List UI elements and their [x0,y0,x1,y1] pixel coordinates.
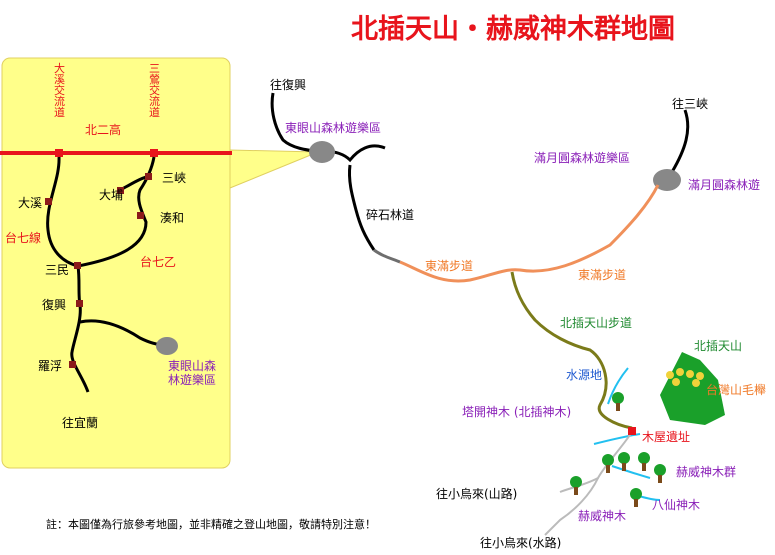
tree-icon [630,488,642,507]
fuxing-label: 復興 [42,297,66,312]
sanxia-label: 三峽 [162,171,186,185]
freeway-label: 北二高 [85,122,121,137]
yilan-label: 往宜蘭 [62,415,98,430]
tree-icon [638,452,650,471]
daxi-interchange-label: 大溪交流道 [53,61,66,117]
sanmin-label: 三民 [45,263,69,277]
to-sanxia-label: 往三峽 [672,96,708,111]
route7-label: 台七線 [5,230,41,245]
inset-dongyan-label-2: 林遊樂區 [168,372,216,387]
luofu-marker [69,361,76,368]
inset-callout [229,149,319,189]
manyue-label: 滿月圓森林遊樂區 [534,150,630,165]
to-fuxing-label: 往復興 [270,77,306,92]
mountain-icon [660,352,725,425]
daxi-interchange-marker [55,149,63,157]
stream-south [611,465,651,479]
tree-icon [570,476,582,495]
daxi-label: 大溪 [18,196,42,210]
beicha-peak-label: 北插天山 [694,339,742,353]
takai-tree-label: 塔開神木 (北插神木) [462,405,571,419]
inset-panel [1,57,231,469]
water-source-label: 水源地 [566,368,602,382]
hewei-group-label: 赫威神木群 [676,465,736,479]
path-to-wulai-water [544,477,599,536]
dongman-trail-label-1: 東滿步道 [425,259,473,273]
road-north-section [348,164,376,251]
gravel-road-label: 碎石林道 [366,207,414,222]
map-title: 北插天山・赫威神木群地圖 [351,14,675,45]
dongman-trail-label-2: 東滿步道 [578,268,626,282]
beech-blossom-cluster [666,368,704,387]
route7-road [46,156,79,268]
road-to-fuxing [270,92,323,154]
dongyan-label: 東眼山森林遊樂區 [285,120,381,135]
tree-icon [602,454,614,473]
inset-dongyan-label-1: 東眼山森 [168,358,216,373]
route7-south-road [70,265,90,393]
sanying-interchange-label: 三鶯交流道 [148,63,161,118]
fuxing-marker [76,300,83,307]
stream-east [593,433,641,445]
beicha-trail-label: 北插天山步道 [560,316,632,330]
cabin-site-label: 木屋遺址 [642,429,690,444]
beicha-trail [510,271,633,430]
to-wulai-mountain-label: 往小烏來(山路) [436,486,517,501]
beech-label: 台灣山毛櫸 [706,382,766,397]
dongyan-lake-icon [156,337,178,355]
dapu-label: 大埔 [99,188,123,202]
to-wulai-water-label: 往小烏來(水路) [480,535,561,550]
cuhe-label: 湊和 [160,211,184,225]
dongman-trail [399,184,660,283]
manyue-lake-icon [653,169,681,191]
luofu-label: 羅浮 [38,359,62,373]
route7b-label: 台七乙 [140,254,176,269]
dapu-marker [117,187,124,194]
manyue-short-label: 滿月圓森林遊 [688,177,760,192]
daxi-marker [45,198,52,205]
water-stream [607,367,629,405]
tree-icon [612,392,624,411]
hewei-tree-label: 赫威神木 [578,509,626,523]
cabin-site-marker [628,427,636,435]
dongyan-lake-icon [309,141,335,163]
sanmin-marker [74,262,81,269]
sanying-interchange-marker [150,149,158,157]
gravel-road [373,248,401,264]
tree-icon [618,452,630,471]
baxian-label: 八仙神木 [652,498,700,512]
sanxia-marker [145,173,152,180]
disclaimer-note: 註：本圖僅為行旅參考地圖，並非精確之登山地圖，敬請特別注意！ [46,517,376,531]
tree-icon [654,464,666,483]
road-to-sanxia [670,109,690,173]
cuhe-marker [137,212,144,219]
